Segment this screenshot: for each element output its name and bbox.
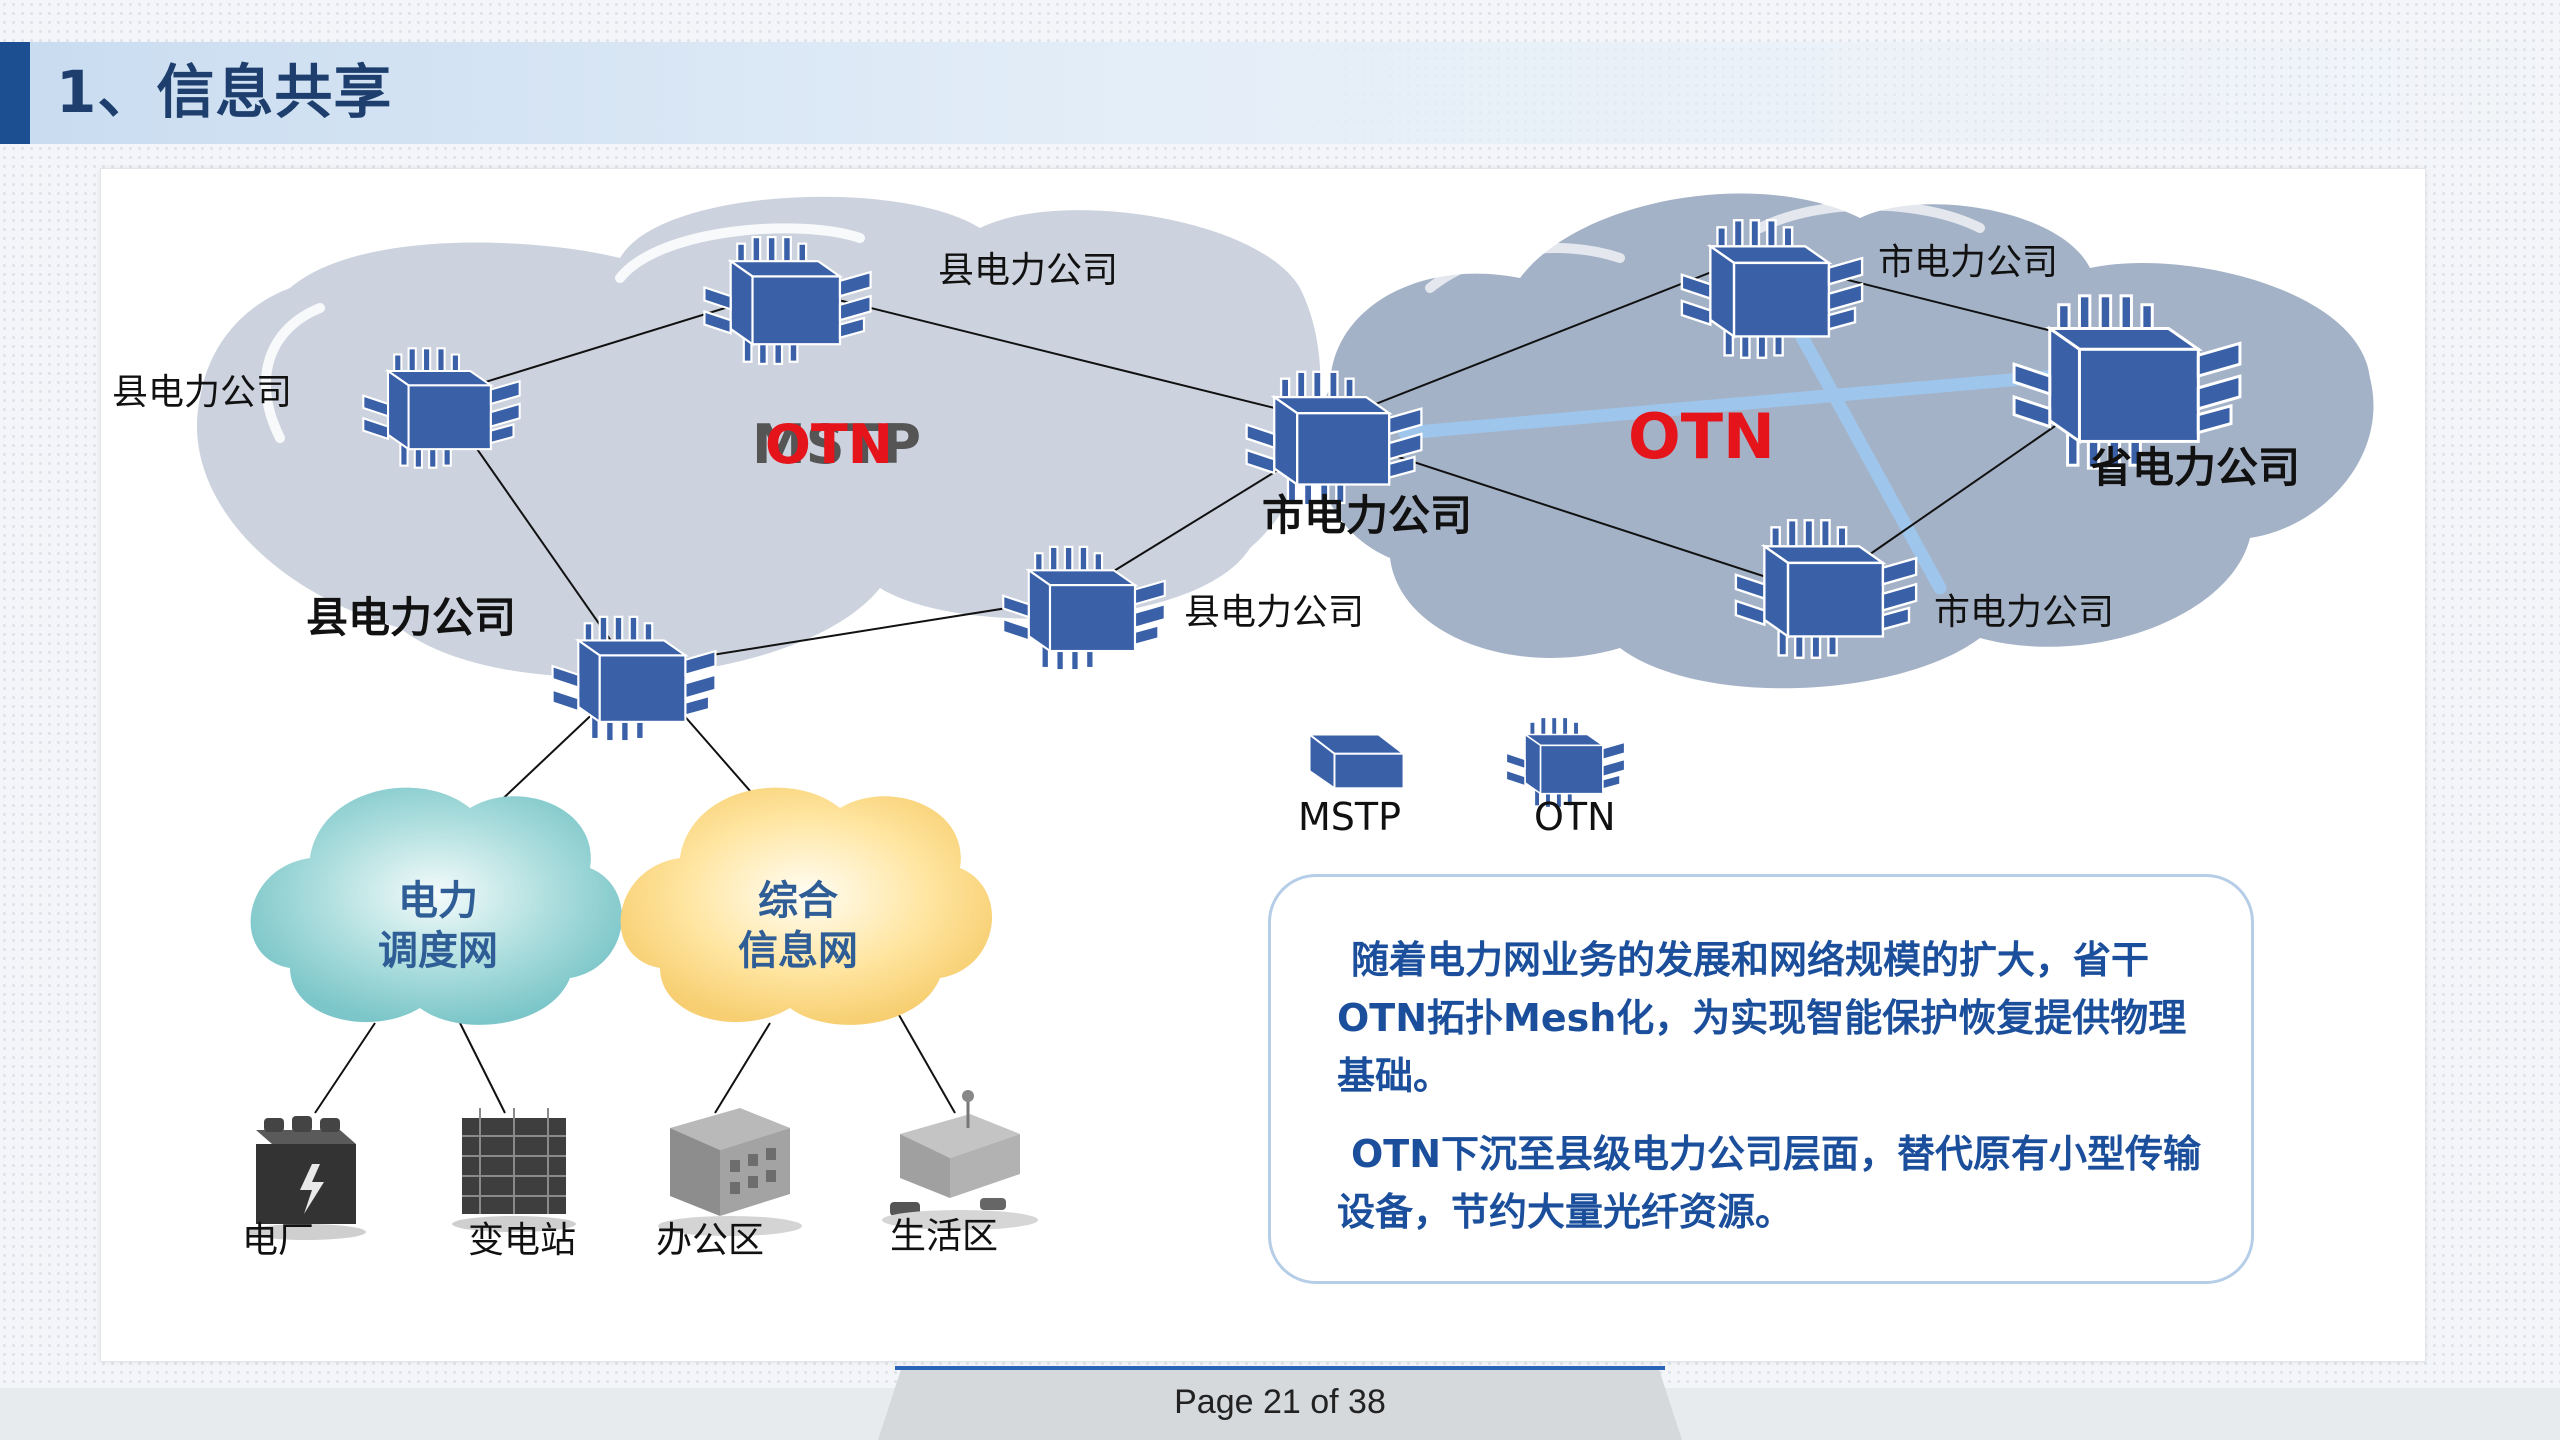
- footer-accent-line: [895, 1366, 1665, 1370]
- office-icon: [658, 1108, 802, 1236]
- substation-icon: [452, 1108, 576, 1232]
- mstp-cloud-label: MSTP: [752, 413, 921, 476]
- legend-mstp-icon: [1308, 733, 1405, 790]
- otn-cloud-label: OTN: [1628, 400, 1775, 473]
- label-city-center: 市电力公司: [1262, 491, 1472, 540]
- living-area-icon: [882, 1090, 1038, 1230]
- dispatch-network-cloud: 电力 调度网: [250, 787, 623, 1025]
- label-city-bottom: 市电力公司: [1934, 592, 2114, 633]
- label-power-plant: 电厂: [242, 1220, 314, 1261]
- label-substation: 变电站: [468, 1220, 576, 1261]
- dispatch-network-label-1: 电力: [398, 878, 478, 924]
- power-plant-icon: [246, 1116, 366, 1240]
- info-paragraph-1: 随着电力网业务的发展和网络规模的扩大，省干OTN拓扑Mesh化，为实现智能保护恢…: [1337, 938, 2187, 1098]
- dispatch-network-label-2: 调度网: [378, 928, 498, 974]
- info-network-label-1: 综合: [758, 878, 838, 924]
- info-box: 随着电力网业务的发展和网络规模的扩大，省干OTN拓扑Mesh化，为实现智能保护恢…: [1268, 874, 2254, 1284]
- legend-mstp-label: MSTP: [1298, 795, 1401, 839]
- network-diagram: MSTP OTN OTN 县电力公司 县电力公司 县电力公司 市电力公司 市电力…: [112, 193, 2374, 1261]
- info-network-label-2: 信息网: [738, 928, 858, 974]
- legend: MSTP OTN: [1298, 716, 1626, 839]
- label-living-area: 生活区: [890, 1216, 998, 1257]
- page-number: Page 21 of 38: [1174, 1383, 1386, 1421]
- label-county-bottom: 县电力公司: [306, 593, 516, 642]
- label-office: 办公区: [656, 1220, 764, 1261]
- page-title: 1、信息共享: [56, 58, 393, 126]
- label-county-mid: 县电力公司: [1184, 592, 1364, 633]
- label-province: 省电力公司: [2090, 443, 2300, 492]
- otn-mesh-links: [1398, 281, 2097, 595]
- header-accent: [0, 42, 30, 144]
- info-network-cloud: 综合 信息网: [620, 787, 993, 1025]
- legend-otn-label: OTN: [1534, 795, 1616, 839]
- footer-tab: [878, 1366, 1682, 1440]
- info-paragraph-2: OTN下沉至县级电力公司层面，替代原有小型传输设备，节约大量光纤资源。: [1337, 1132, 2202, 1234]
- label-city-top: 市电力公司: [1878, 242, 2058, 283]
- otn-overlay-label: OTN: [765, 413, 893, 476]
- label-county-left: 县电力公司: [112, 372, 292, 413]
- label-county-top: 县电力公司: [938, 250, 1118, 291]
- header-bar: [0, 42, 2560, 144]
